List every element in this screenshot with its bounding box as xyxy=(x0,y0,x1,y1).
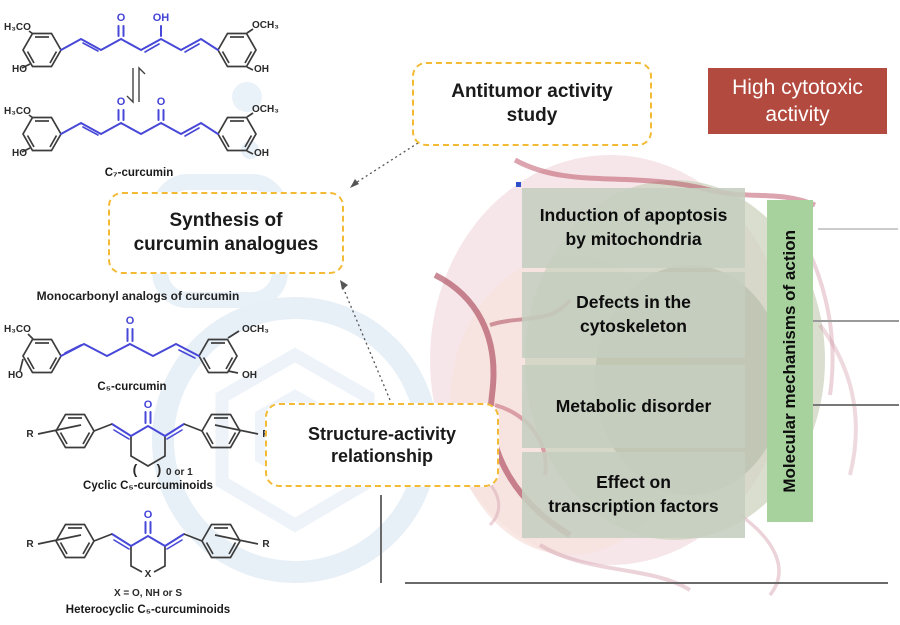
atom-r: R xyxy=(26,429,34,440)
rule-line-mid xyxy=(813,320,899,322)
c7-curcumin-structures: O OH H₃CO HO OCH₃ OH O O H₃CO HO OCH₃ xyxy=(4,12,279,179)
atom-oh: OH xyxy=(242,370,257,381)
rule-line-bottom xyxy=(405,582,888,584)
atom-r: R xyxy=(262,539,270,550)
atom-oh: OH xyxy=(254,64,269,75)
atom-h3co: H₃CO xyxy=(4,106,31,117)
mechanism-text: transcription factors xyxy=(548,496,719,516)
atom-ho: HO xyxy=(8,370,23,381)
rule-line-vertical xyxy=(380,495,382,583)
rule-line-top xyxy=(818,228,898,230)
cyclic-c5-label: Cyclic C₅-curcuminoids xyxy=(83,480,213,492)
heterocyclic-c5-structure: O R R X X = O, NH or S Heterocyclic C₅-c… xyxy=(26,509,270,616)
atom-ho: HO xyxy=(12,64,27,75)
rule-line-lower xyxy=(813,404,899,406)
atom-o: O xyxy=(117,96,126,108)
paren-close: ) xyxy=(157,461,162,477)
mechanism-text: Defects in the xyxy=(576,292,691,313)
mechanisms-bar: Molecular mechanisms of action xyxy=(767,200,813,522)
atom-r: R xyxy=(26,539,34,550)
ring-size-note: 0 or 1 xyxy=(166,467,193,478)
atom-h3co: H₃CO xyxy=(4,22,31,33)
mechanism-text: Induction of apoptosis xyxy=(539,205,728,226)
c5-curcumin-structure: O H₃CO HO OCH₃ OH C₅-curcumin xyxy=(4,315,269,393)
atom-ho: HO xyxy=(12,148,27,159)
atom-oh: OH xyxy=(254,148,269,159)
heterocyclic-c5-label: Heterocyclic C₅-curcuminoids xyxy=(66,604,230,616)
mechanism-text: cytoskeleton xyxy=(580,316,687,336)
atom-och3: OCH₃ xyxy=(252,104,279,115)
atom-o: O xyxy=(126,315,135,327)
atom-och3: OCH₃ xyxy=(252,20,279,31)
mechanism-text: by mitochondria xyxy=(565,229,702,249)
atom-oh: OH xyxy=(153,12,170,24)
equilibrium-arrow xyxy=(126,66,146,104)
antitumor-box: Antitumor activity study xyxy=(412,62,652,146)
mechanism-box-apoptosis: Induction of apoptosis by mitochondria xyxy=(522,188,745,268)
mechanism-box-cytoskeleton: Defects in the cytoskeleton xyxy=(522,272,745,358)
sar-box: Structure-activity relationship xyxy=(265,403,499,487)
synthesis-box-line1: Synthesis of xyxy=(169,210,283,232)
atom-och3: OCH₃ xyxy=(242,324,269,335)
atom-o: O xyxy=(117,12,126,24)
antitumor-box-line2: study xyxy=(506,105,558,126)
atom-h3co: H₃CO xyxy=(4,324,31,335)
cytotoxic-line2: activity xyxy=(765,103,830,126)
mechanism-box-transcription: Effect on transcription factors xyxy=(522,452,745,538)
x-definition-note: X = O, NH or S xyxy=(114,588,182,599)
mechanisms-bar-title: Molecular mechanisms of action xyxy=(780,229,799,493)
atom-o: O xyxy=(157,96,166,108)
atom-o: O xyxy=(144,509,153,521)
atom-o: O xyxy=(144,399,153,411)
synthesis-box: Synthesis of curcumin analogues xyxy=(108,192,344,274)
antitumor-box-line1: Antitumor activity xyxy=(451,81,613,103)
mechanism-text: Effect on xyxy=(596,472,671,493)
c7-curcumin-label: C₇-curcumin xyxy=(105,167,174,179)
atom-x: X xyxy=(145,569,152,580)
blue-dot-marker xyxy=(516,182,521,187)
sar-box-line2: relationship xyxy=(330,446,433,466)
high-cytotoxic-box: High cytotoxic activity xyxy=(708,68,887,134)
cytotoxic-line1: High cytotoxic xyxy=(732,75,863,99)
mechanism-box-metabolic: Metabolic disorder xyxy=(522,365,745,448)
paren-open: ( xyxy=(133,461,138,477)
sar-box-line1: Structure-activity xyxy=(307,423,457,444)
mechanism-text: Metabolic disorder xyxy=(555,395,712,416)
cyclic-c5-structure: O R R ( ) 0 or 1 Cyclic C₅-curcuminoids xyxy=(26,399,270,492)
synthesis-box-line2: curcumin analogues xyxy=(133,234,319,255)
c5-curcumin-label: C₅-curcumin xyxy=(97,381,166,393)
blood-vessel xyxy=(513,157,816,208)
monocarbonyl-heading: Monocarbonyl analogs of curcumin xyxy=(36,289,240,303)
